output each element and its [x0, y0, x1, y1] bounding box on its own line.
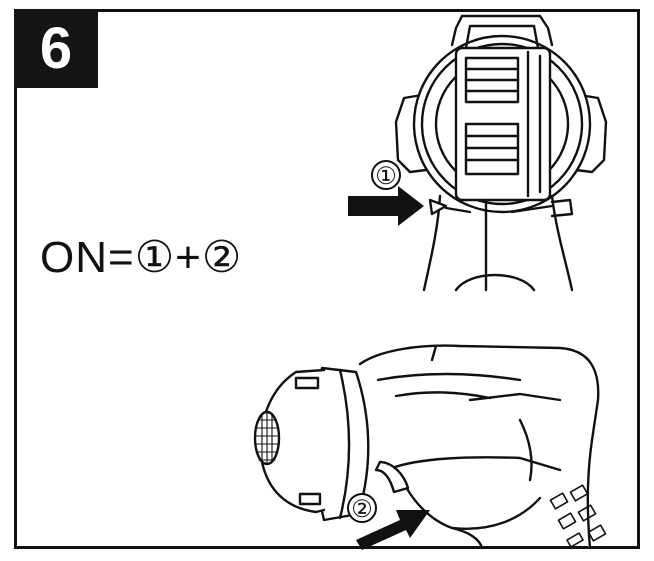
- callout-1-circle: [371, 160, 401, 190]
- callout-2-circle: [347, 493, 377, 523]
- tool-side-view: [253, 344, 607, 550]
- on-formula: ON=①+②: [40, 233, 243, 282]
- arrow-1-icon: [348, 186, 424, 226]
- arrow-2-icon: [356, 510, 430, 550]
- tool-rear-view: [394, 14, 608, 292]
- callout-2-label: ②: [351, 496, 373, 523]
- callout-1-label: ①: [375, 163, 397, 190]
- step-number: 6: [39, 16, 73, 81]
- step-number-badge: 6: [14, 9, 98, 88]
